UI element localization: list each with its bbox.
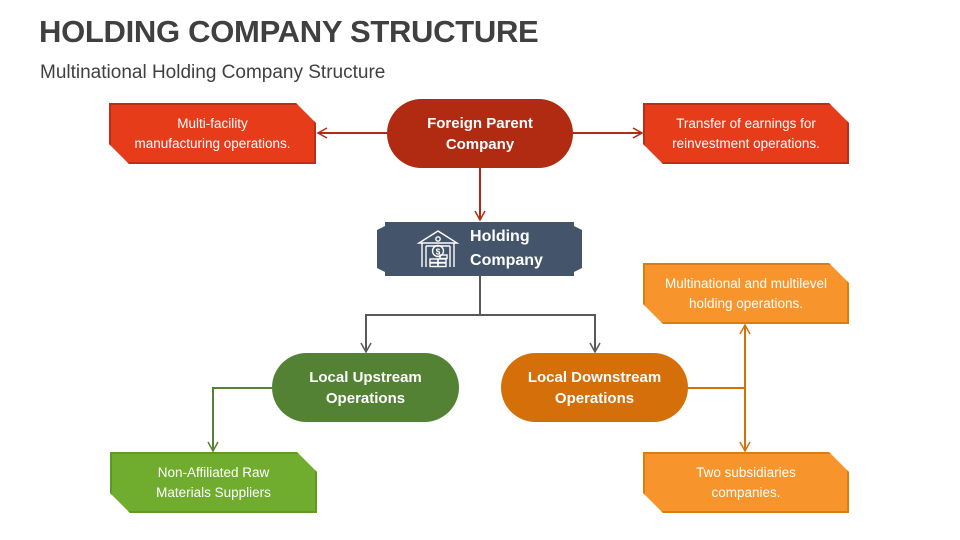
downstream-node: Local Downstream Operations <box>501 353 688 422</box>
holding-label: Holding Company <box>470 228 543 269</box>
multilevel-box: Multinational and multilevel holding ope… <box>643 263 849 324</box>
parent-node: Foreign Parent Company <box>387 99 573 168</box>
suppliers-box: Non-Affiliated Raw Materials Suppliers <box>110 452 317 513</box>
bank-money-icon: $ <box>416 227 460 271</box>
manufacturing-box: Multi-facility manufacturing operations. <box>109 103 316 164</box>
manufacturing-text: Multi-facility manufacturing operations. <box>134 115 291 151</box>
suppliers-text: Non-Affiliated Raw Materials Suppliers <box>156 464 271 500</box>
page-subtitle: Multinational Holding Company Structure <box>40 62 386 83</box>
upstream-node: Local Upstream Operations <box>272 353 459 422</box>
parent-label: Foreign Parent Company <box>427 114 533 153</box>
earnings-text: Transfer of earnings for reinvestment op… <box>672 115 820 151</box>
svg-text:$: $ <box>436 248 441 257</box>
multilevel-text: Multinational and multilevel holding ope… <box>664 275 828 311</box>
arrow-holding-to-downstream <box>480 314 601 354</box>
subsidiaries-text: Two subsidiaries companies. <box>696 464 796 500</box>
arrow-upstream-to-suppliers <box>207 387 272 453</box>
downstream-label: Local Downstream Operations <box>527 368 662 407</box>
subsidiaries-box: Two subsidiaries companies. <box>643 452 849 513</box>
page-title: HOLDING COMPANY STRUCTURE <box>39 14 539 49</box>
upstream-label: Local Upstream Operations <box>309 368 422 407</box>
earnings-box: Transfer of earnings for reinvestment op… <box>643 103 849 164</box>
arrow-holding-to-upstream <box>360 276 481 354</box>
holding-node: $ Holding Company <box>377 222 582 276</box>
